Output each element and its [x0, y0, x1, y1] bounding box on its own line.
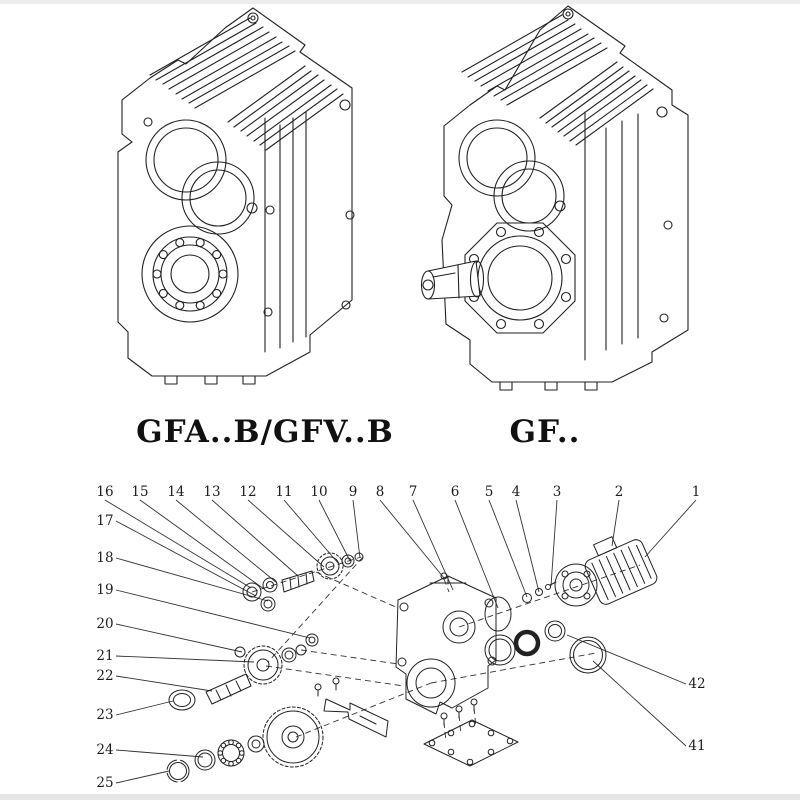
motor-flange — [554, 563, 598, 607]
gasket-plate — [423, 719, 519, 767]
part-label-24: 24 — [96, 742, 113, 758]
output-flange — [464, 222, 576, 334]
part-label-13: 13 — [203, 484, 220, 500]
part-label-17: 17 — [96, 513, 113, 529]
bolt — [656, 106, 668, 118]
part-label-23: 23 — [96, 707, 113, 723]
bolt — [659, 313, 669, 323]
part-label-10: 10 — [310, 484, 327, 500]
page-edge-bottom — [0, 794, 800, 800]
bolt — [265, 205, 275, 215]
bolt — [246, 202, 258, 214]
output-bearing — [141, 225, 239, 323]
part-label-8: 8 — [376, 484, 385, 500]
output-gear-assembly — [166, 677, 389, 783]
bolt — [143, 117, 153, 127]
part-label-41: 41 — [688, 738, 705, 754]
input-shaft-assembly — [242, 552, 448, 612]
housing-outline — [441, 5, 689, 383]
part-label-11: 11 — [275, 484, 292, 500]
part-label-4: 4 — [512, 484, 521, 500]
side-ribs — [264, 111, 307, 353]
feet — [499, 381, 598, 391]
bolt — [554, 200, 566, 212]
exploded-view: 16 15 14 13 12 11 10 9 8 7 6 5 4 3 2 1 1… — [96, 484, 705, 791]
bolt — [339, 99, 351, 111]
part-label-25: 25 — [96, 775, 113, 791]
gearbox-drawing-gf — [420, 5, 689, 391]
ball-bearing — [217, 739, 245, 767]
part-label-14: 14 — [167, 484, 184, 500]
part-label-2: 2 — [615, 484, 624, 500]
model-caption-gf: GF.. — [509, 414, 581, 450]
spacer-ring — [305, 633, 319, 647]
lifting-eye — [247, 12, 259, 24]
part-number-labels: 16 15 14 13 12 11 10 9 8 7 6 5 4 3 2 1 1… — [96, 484, 705, 791]
leader-lines — [104, 499, 697, 784]
bolt — [341, 300, 351, 310]
top-ribs-lower — [227, 65, 344, 151]
page-edge-top — [0, 0, 800, 4]
part-label-6: 6 — [451, 484, 460, 500]
top-ribs — [149, 17, 296, 109]
intermediate-gear-assembly — [168, 644, 307, 711]
bolt — [263, 307, 273, 317]
part-label-16: 16 — [96, 484, 113, 500]
part-label-3: 3 — [553, 484, 562, 500]
gearbox-drawing-gfab — [117, 7, 355, 385]
input-bores — [145, 119, 255, 235]
part-label-18: 18 — [96, 550, 113, 566]
top-ribs — [461, 14, 608, 106]
part-label-12: 12 — [239, 484, 256, 500]
output-shaft — [323, 698, 389, 738]
part-label-19: 19 — [96, 582, 113, 598]
gearbox-drawings — [117, 5, 689, 391]
part-label-21: 21 — [96, 648, 113, 664]
model-caption-gfab: GFA..B/GFV..B — [136, 414, 394, 450]
housing — [395, 575, 497, 715]
top-ribs-lower — [539, 61, 654, 146]
input-bores — [458, 119, 565, 232]
motor-body — [584, 536, 658, 605]
part-label-9: 9 — [349, 484, 358, 500]
part-label-15: 15 — [131, 484, 148, 500]
part-label-22: 22 — [96, 668, 113, 684]
output-shaft — [420, 260, 485, 300]
feet — [164, 375, 256, 385]
cover-bolts — [440, 698, 478, 726]
motor — [554, 536, 658, 607]
bolt — [663, 220, 673, 230]
lifting-eye — [562, 8, 574, 20]
part-label-7: 7 — [409, 484, 418, 500]
part-label-1: 1 — [692, 484, 701, 500]
part-label-42: 42 — [688, 676, 705, 692]
housing-outline — [117, 7, 353, 377]
side-ribs — [584, 111, 639, 361]
part-label-5: 5 — [485, 484, 494, 500]
exploded-parts — [166, 536, 658, 783]
seal-and-ring-set — [484, 581, 607, 674]
bolt — [345, 210, 355, 220]
part-label-20: 20 — [96, 616, 113, 632]
